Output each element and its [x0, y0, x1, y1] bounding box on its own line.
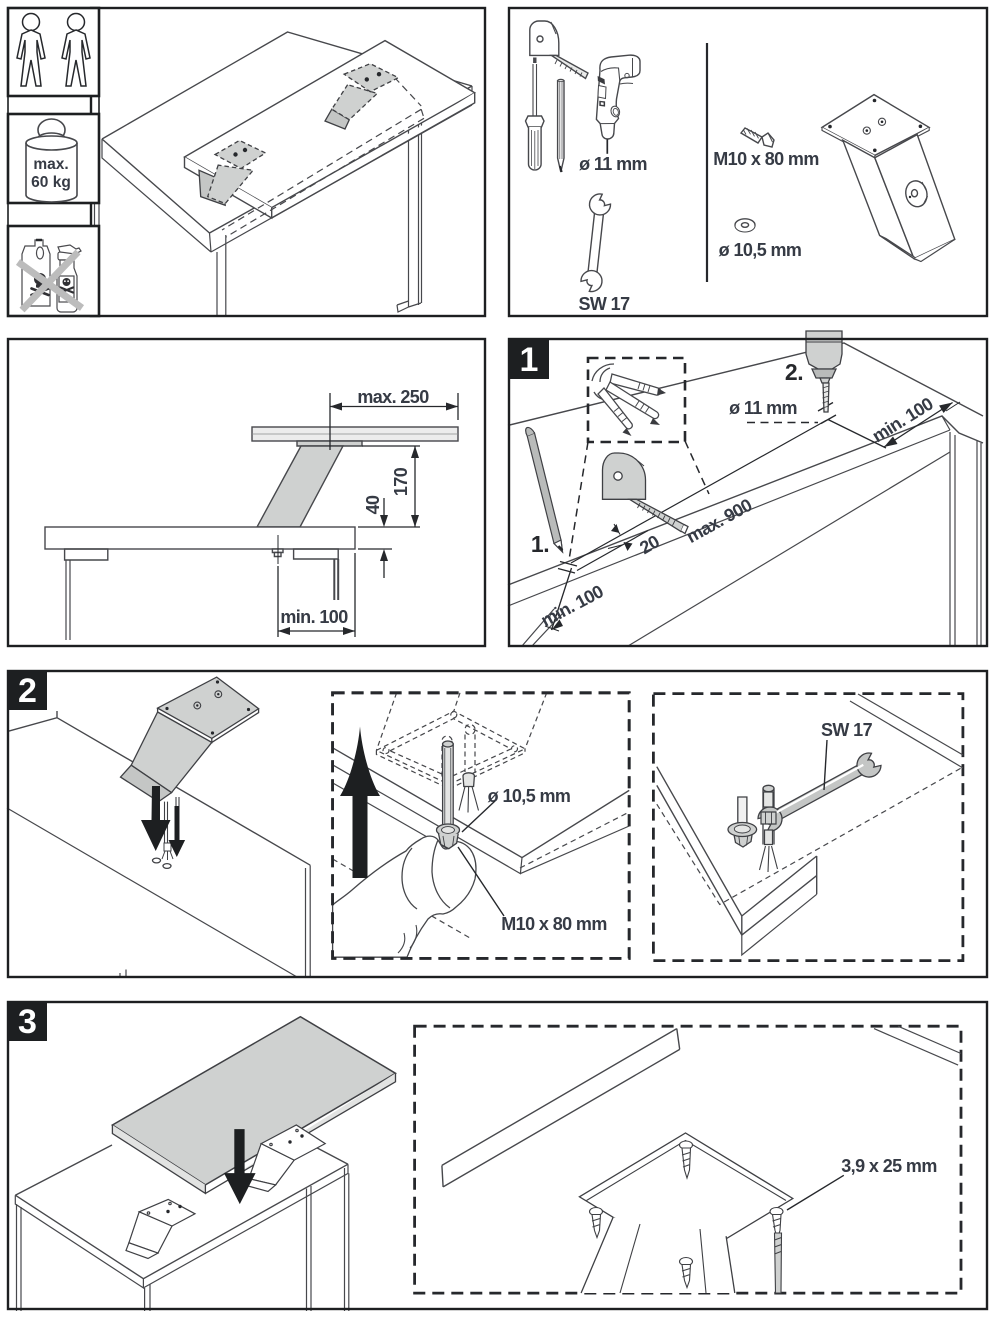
svg-text:1: 1: [520, 341, 539, 379]
svg-text:3,9 x 25 mm: 3,9 x 25 mm: [841, 1156, 936, 1176]
svg-text:3: 3: [18, 1003, 37, 1041]
svg-text:ø 11 mm: ø 11 mm: [579, 154, 647, 174]
svg-text:170: 170: [391, 467, 411, 496]
svg-text:M10 x 80 mm: M10 x 80 mm: [713, 149, 818, 169]
svg-text:SW 17: SW 17: [821, 720, 873, 740]
svg-text:2: 2: [18, 672, 37, 710]
svg-text:60 kg: 60 kg: [31, 174, 71, 191]
svg-text:ø 11 mm: ø 11 mm: [729, 398, 797, 418]
svg-text:2.: 2.: [785, 359, 803, 385]
svg-text:SW 17: SW 17: [578, 294, 630, 314]
svg-text:M10 x 80 mm: M10 x 80 mm: [501, 914, 606, 934]
svg-text:ø 10,5 mm: ø 10,5 mm: [719, 240, 802, 260]
svg-text:max.: max.: [33, 156, 68, 173]
svg-text:min. 100: min. 100: [280, 607, 348, 627]
svg-text:40: 40: [363, 495, 383, 514]
svg-text:max. 250: max. 250: [357, 387, 429, 407]
svg-text:ø 10,5 mm: ø 10,5 mm: [488, 786, 571, 806]
svg-text:1.: 1.: [531, 531, 549, 557]
